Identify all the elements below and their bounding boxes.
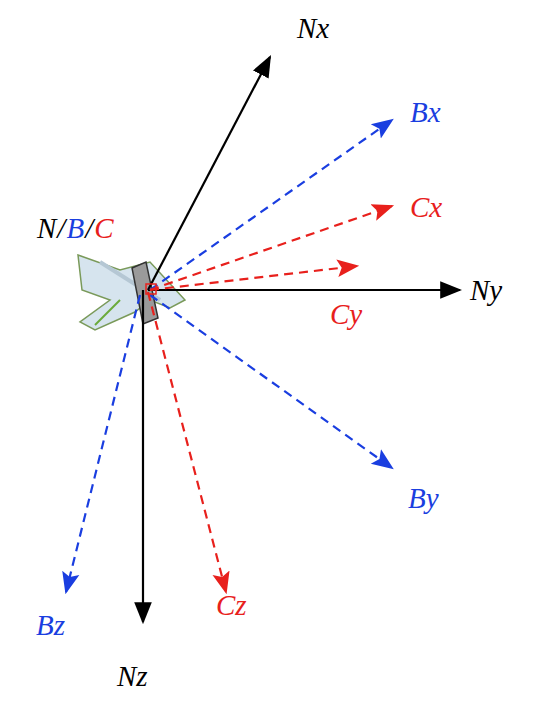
- b-frame-axes: [66, 120, 392, 592]
- axis-label: Cz: [216, 591, 247, 620]
- n-frame-axes: [143, 57, 460, 622]
- axis-label: Nz: [117, 662, 148, 691]
- axis-label: Cx: [410, 193, 442, 222]
- frame-name: N: [37, 214, 56, 243]
- separator: /: [85, 214, 93, 243]
- axis-label: Nx: [297, 14, 329, 43]
- c-frame-axes: [148, 206, 392, 592]
- axis-label: Cy: [330, 300, 362, 329]
- axis-label: Ny: [470, 276, 502, 305]
- aircraft-icon: [78, 255, 185, 330]
- separator: /: [57, 214, 65, 243]
- origin-mark: [146, 284, 156, 294]
- frame-name: B: [66, 214, 84, 243]
- frame-name: C: [94, 214, 113, 243]
- axis-label: Bx: [410, 98, 441, 127]
- axis-label: Bz: [36, 611, 65, 640]
- axis-label: By: [408, 484, 439, 513]
